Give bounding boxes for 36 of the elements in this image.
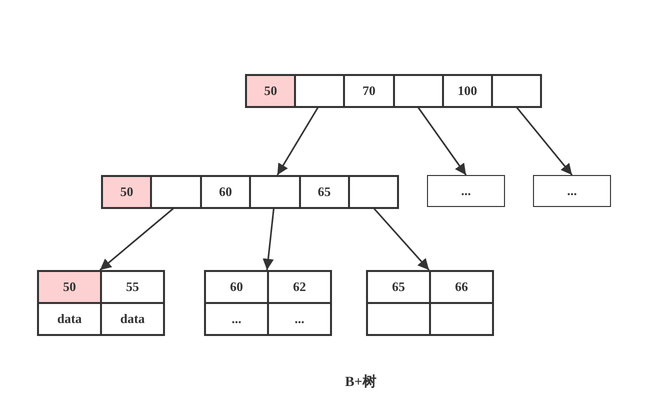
diagram-title: B+树 (345, 373, 376, 392)
data-cell (367, 303, 430, 335)
key-cell: 100 (442, 75, 492, 107)
key-cell: 70 (344, 75, 394, 107)
key-cell: 50 (102, 176, 152, 208)
data-cell: data (38, 303, 101, 335)
pointer-cell (151, 176, 201, 208)
key-cell: 50 (246, 75, 296, 107)
data-cell: ... (268, 303, 331, 335)
data-cell: data (101, 303, 164, 335)
arrow (514, 106, 573, 176)
pointer-cell (295, 75, 344, 107)
arrow (416, 106, 467, 176)
key-cell: 65 (300, 176, 349, 208)
leaf-node (204, 270, 332, 336)
key-cell: 66 (430, 271, 493, 303)
leaf-node (37, 270, 165, 336)
tree-node (101, 175, 400, 209)
key-cell: 50 (38, 271, 101, 303)
pointer-cell (492, 75, 542, 107)
data-cell (430, 303, 493, 335)
arrow (276, 106, 320, 176)
key-cell: 55 (101, 271, 164, 303)
pointer-cell (348, 176, 398, 208)
data-cell: ... (205, 303, 268, 335)
tree-node: ... (427, 175, 505, 207)
key-cell: 60 (200, 176, 250, 208)
arrow (262, 206, 275, 270)
pointer-cell (394, 75, 443, 107)
key-cell: 62 (268, 271, 331, 303)
leaf-node (366, 270, 494, 336)
pointer-cell (250, 176, 300, 208)
tree-node: ... (533, 175, 611, 207)
key-cell: 65 (367, 271, 430, 303)
tree-node (245, 74, 542, 108)
key-cell: 60 (205, 271, 268, 303)
